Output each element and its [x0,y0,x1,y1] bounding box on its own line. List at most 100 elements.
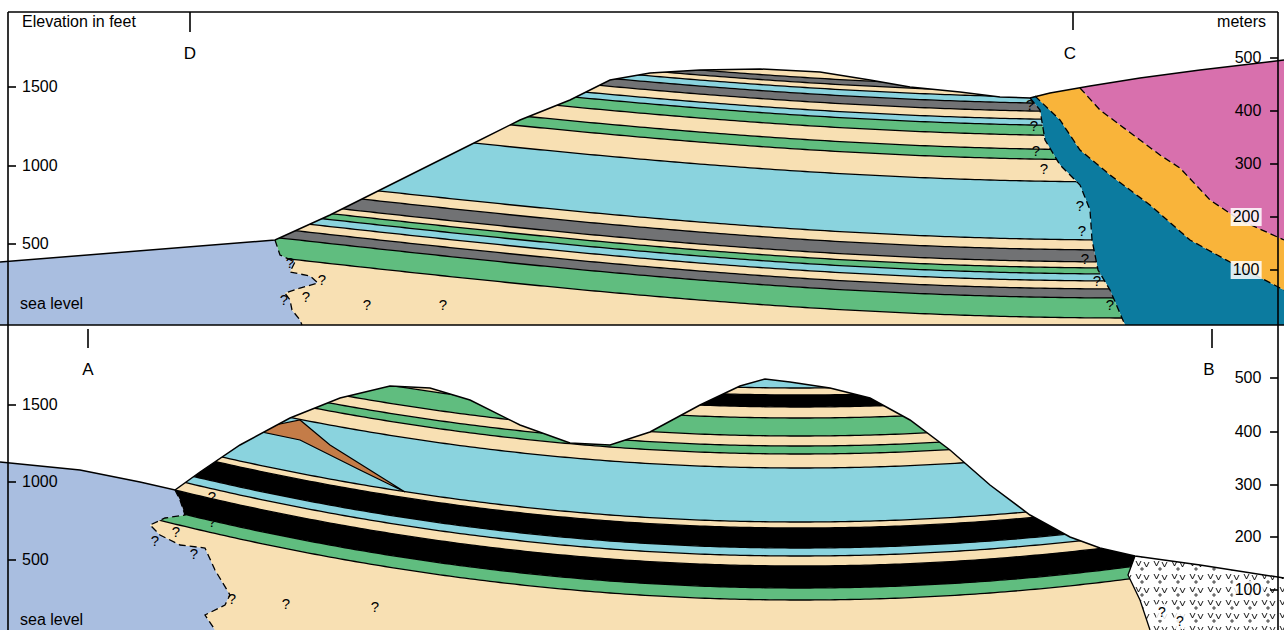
frame-line [1270,536,1278,538]
elevation-tick: 1000 [22,474,58,490]
frame-line [1270,57,1278,59]
query-mark: ? [280,292,288,307]
ground-surface [0,60,1284,262]
rock-unit [0,240,318,325]
bedding-contact [260,38,1140,98]
bedding-contact [260,76,1140,136]
frame-line [1270,110,1278,112]
frame-line [7,12,9,630]
query-mark: ? [1032,143,1040,158]
bedding-contact [260,208,1140,268]
frame-line [8,11,1278,13]
query-mark: ? [208,514,216,529]
inferred-contact [1030,98,1125,325]
bedding-contact [140,506,1160,588]
bedding-contact [260,60,1140,120]
elevation-tick: 1500 [22,397,58,413]
frame-line [8,559,16,561]
elevation-tick: 300 [1235,477,1262,493]
bedding-contact [260,238,1140,298]
bedding-contact [140,466,1160,548]
elevation-tick: 1500 [22,79,58,95]
bedding-contact [140,296,1160,378]
query-mark: ? [228,591,236,606]
bedding-contact [260,258,1140,318]
bedding-contact [140,484,1160,566]
inferred-contact [1080,88,1284,240]
query-mark: ? [302,289,310,304]
elevation-tick: 200 [1235,529,1262,545]
query-mark: ? [1078,223,1086,238]
bedding-contact [260,221,1140,281]
query-mark: ? [190,546,198,561]
query-mark: ? [363,297,371,312]
elevation-tick: 1000 [22,158,58,174]
frame-line [8,404,16,406]
section-letter: D [184,45,196,62]
query-mark: ? [282,596,290,611]
bedding-contact [260,90,1140,150]
query-mark: ? [1174,613,1186,629]
bedding-contact [140,474,1160,556]
bedding-contact [140,440,1160,522]
elevation-tick: 500 [1235,370,1262,386]
inferred-contact [275,240,318,325]
sea-level-label: sea level [20,612,83,628]
elevation-tick: 400 [1235,103,1262,119]
query-mark: ? [1040,161,1048,176]
sea-level-label: sea level [20,296,83,312]
query-mark: ? [1026,97,1034,112]
bedding-contact [140,325,1160,407]
frame-line [189,12,191,32]
frame-line [1270,216,1278,218]
query-mark: ? [318,272,326,287]
bedding-contact [260,28,1140,88]
query-mark: ? [172,524,180,539]
frame-line [1270,377,1278,379]
bedding-contact [260,180,1140,240]
rock-layer [140,168,1160,378]
rock-layer [140,306,1160,395]
rock-layer [140,518,1160,630]
axis-title: meters [1217,14,1266,30]
bedding-contact [260,33,1140,93]
elevation-tick: 500 [22,236,49,252]
query-mark: ? [1081,251,1089,266]
bedding-contact [140,306,1160,388]
section-letter: C [1064,45,1076,62]
elevation-tick: 400 [1235,424,1262,440]
query-mark: ? [1093,273,1101,288]
bedding-contact [140,336,1160,418]
section-letter: B [1203,361,1214,378]
bedding-contact [260,214,1140,274]
frame-line [1072,12,1074,30]
frame-line [8,86,16,88]
rock-layer [262,420,405,492]
bedding-contact [140,372,1160,454]
elevation-tick: 100 [1231,261,1262,279]
bedding-contact [260,66,1140,126]
frame-line [8,243,16,245]
rock-layer [140,325,1160,418]
rock-unit [1080,60,1284,240]
query-mark: ? [1030,118,1038,133]
elevation-tick: 200 [1231,208,1262,226]
elevation-tick: 500 [22,552,49,568]
frame-line [8,165,16,167]
bedding-contact [260,122,1140,182]
query-mark: ? [1076,198,1084,213]
inferred-contact [1035,96,1284,290]
query-mark: ? [439,297,447,312]
frame-line [87,329,89,348]
volcanic-unit [1128,556,1284,630]
axis-title: Elevation in feet [22,14,136,30]
bedding-contact [260,100,1140,160]
query-mark: ? [371,599,379,614]
query-mark: ? [208,489,216,504]
frame-line [1270,269,1278,271]
bedding-contact [260,44,1140,104]
rock-layer [140,313,1160,407]
frame-line [1270,431,1278,433]
frame-line [0,324,1284,326]
